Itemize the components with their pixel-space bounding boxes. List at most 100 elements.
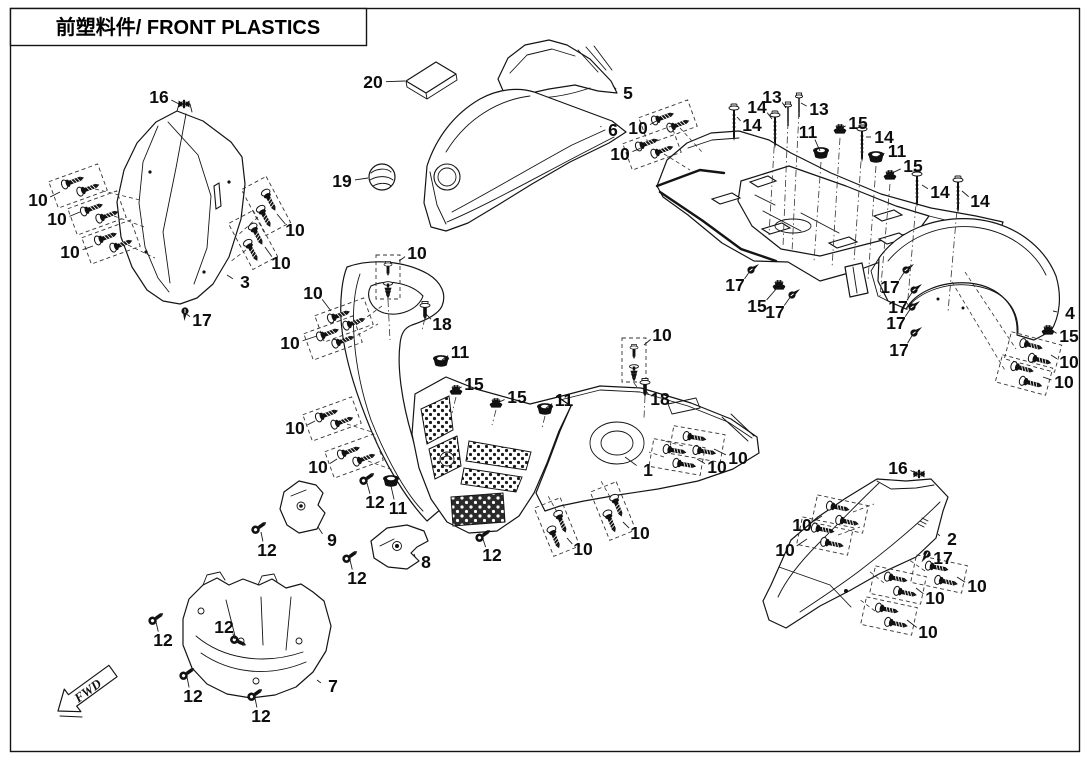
part-3-side-panel-left [116,103,246,305]
leader-line [545,403,553,409]
leader-line [766,112,773,120]
callout-8: 8 [421,552,431,572]
callout-9: 9 [327,530,337,550]
callout-15: 15 [1059,326,1079,346]
callout-14: 14 [747,97,767,117]
callout-20: 20 [363,72,383,92]
grommet-icon [868,151,884,163]
leader-line [496,399,505,404]
part-2-side-panel-right [762,478,949,629]
leader-line [744,270,751,280]
callout-12: 12 [214,617,234,637]
leader-line [317,526,323,535]
leader-line [783,295,792,306]
leader-line [937,533,941,537]
callout-12: 12 [365,492,385,512]
leader-line [643,339,651,346]
callout-10: 10 [630,523,650,543]
leader-line [813,515,823,522]
callout-16: 16 [888,458,908,478]
callout-7: 7 [328,676,338,696]
leader-line [171,99,180,105]
leader-line [1052,330,1057,334]
leader-line [898,270,906,281]
leader-line [622,521,630,529]
callout-17: 17 [889,340,908,360]
part-6-hood-panel [423,88,627,232]
leader-line [907,333,914,344]
leader-line [184,312,191,317]
callout-14: 14 [874,127,894,147]
part-4-fender-flare [870,218,1061,341]
callout-10: 10 [967,576,987,596]
leader-line [781,102,787,109]
part-9-bracket [279,480,326,534]
leader-line [713,448,727,456]
part-20-plate [405,61,458,100]
callout-15: 15 [848,113,868,133]
callout-10: 10 [728,448,748,468]
grommet-icon [383,475,399,487]
callout-14: 14 [742,115,762,135]
callout-12: 12 [257,540,277,560]
callout-11: 11 [799,122,818,142]
leader-line [254,697,258,708]
callout-12: 12 [153,630,173,650]
callout-18: 18 [650,389,670,409]
leader-line [329,458,338,464]
leader-line [696,458,706,465]
leader-line [915,587,924,595]
part-19-emblem [368,163,396,191]
callout-4: 4 [1065,303,1075,323]
part-7-skid-plate [182,571,332,699]
leader-line [50,191,61,198]
title-box [9,7,368,47]
callout-10: 10 [285,418,305,438]
leader-line [69,211,81,217]
leader-line [385,80,406,83]
callout-17: 17 [725,275,744,295]
callout-11: 11 [451,342,470,362]
leader-line [390,485,395,500]
leader-line [82,245,94,251]
callout-17: 17 [765,302,784,322]
leader-line [260,531,264,542]
callout-17: 17 [880,277,899,297]
leader-line [927,553,931,557]
callout-17: 17 [933,548,952,568]
leader-line [904,307,912,317]
leader-line [889,168,901,175]
callout-12: 12 [251,706,271,726]
leader-line [321,299,332,312]
callout-10: 10 [775,540,795,560]
callout-10: 10 [285,220,305,240]
leader-line [1042,376,1052,381]
callout-14: 14 [930,182,950,202]
callout-11: 11 [389,498,408,518]
leader-line [800,102,807,107]
leader-line [232,633,236,640]
leader-line [906,619,917,628]
callout-10: 10 [28,190,48,210]
leader-line [814,139,821,152]
callout-10: 10 [407,243,427,263]
callout-10: 10 [47,209,67,229]
callout-11: 11 [888,141,907,161]
callout-10: 10 [308,457,328,477]
leader-line [624,456,637,466]
callout-10: 10 [925,588,945,608]
page-title: 前塑料件/ FRONT PLASTICS [56,15,320,39]
callout-15: 15 [903,156,923,176]
leader-line [910,470,917,474]
callout-13: 13 [762,87,782,107]
callout-5: 5 [623,83,633,103]
leader-line [316,679,322,684]
leader-line [425,313,432,320]
leader-line [276,213,286,225]
callout-12: 12 [482,545,502,565]
part-8-bracket [370,524,429,570]
leader-line [413,553,416,558]
leader-line [186,676,190,688]
callout-18: 18 [432,314,452,334]
